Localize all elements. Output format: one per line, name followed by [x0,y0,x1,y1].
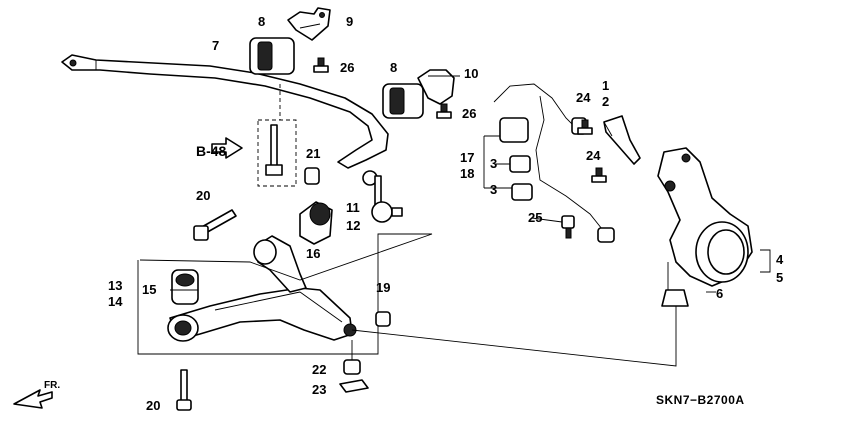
bolt-20-upper [193,209,237,241]
callout-1: 1 [602,78,609,93]
callout-24-upper: 24 [576,90,591,105]
nut-19 [375,311,391,327]
lower-arm-frame [137,233,433,355]
diagram-code: SKN7−B2700A [656,393,745,407]
callout-11: 11 [346,200,360,215]
nut-22 [343,340,361,375]
lower-arm [167,235,357,342]
callout-26-upper: 26 [340,60,354,75]
nut-21 [304,167,320,185]
page-reference: B-48 [196,143,227,159]
callout-22: 22 [312,362,326,377]
leader-lines [170,23,677,367]
callout-7: 7 [212,38,219,53]
callout-23: 23 [312,382,326,397]
page-ref-arrow [211,137,243,159]
callout-14: 14 [108,294,123,309]
stabilizer-bolt-box [257,84,297,187]
bolt-25 [561,215,575,239]
abs-harness [493,83,615,243]
callout-10: 10 [464,66,478,81]
callout-20-upper: 20 [196,188,210,203]
cotter-pin-23 [339,379,369,393]
callout-18: 18 [460,166,474,181]
callout-4: 4 [776,252,784,267]
callout-16: 16 [306,246,320,261]
front-label: FR. [44,380,60,391]
stabilizer-bushing-middle [382,69,455,119]
boot-6 [661,262,689,307]
callout-15: 15 [142,282,156,297]
callout-12: 12 [346,218,360,233]
bolt-26-middle [436,103,452,119]
stabilizer-bar [61,54,389,169]
callout-26-middle: 26 [462,106,476,121]
knuckle-bracket [706,249,771,293]
bolt-24-lower [591,167,607,183]
callout-8-upper: 8 [258,14,265,29]
callout-21: 21 [306,146,320,161]
callout-2: 2 [602,94,609,109]
bolt-20-lower [176,369,192,411]
bolt-26-upper [313,57,329,73]
callout-3-lower: 3 [490,182,497,197]
bushing-15 [171,269,199,305]
steering-knuckle [657,147,753,287]
stabilizer-link [362,170,403,223]
callout-3-upper: 3 [490,156,497,171]
callout-6: 6 [716,286,723,301]
front-arrow [13,389,53,409]
callout-17: 17 [460,150,474,165]
callout-8-middle: 8 [390,60,397,75]
callout-25: 25 [528,210,542,225]
compliance-bushing-16 [299,201,333,245]
bracket-1-2 [603,115,641,165]
stabilizer-bushing-upper [249,7,331,75]
callout-19: 19 [376,280,390,295]
callout-5: 5 [776,270,783,285]
callout-20-lower: 20 [146,398,160,413]
callout-24-lower: 24 [586,148,601,163]
callout-13: 13 [108,278,122,293]
callout-9: 9 [346,14,353,29]
bolt-24-upper [577,119,593,135]
